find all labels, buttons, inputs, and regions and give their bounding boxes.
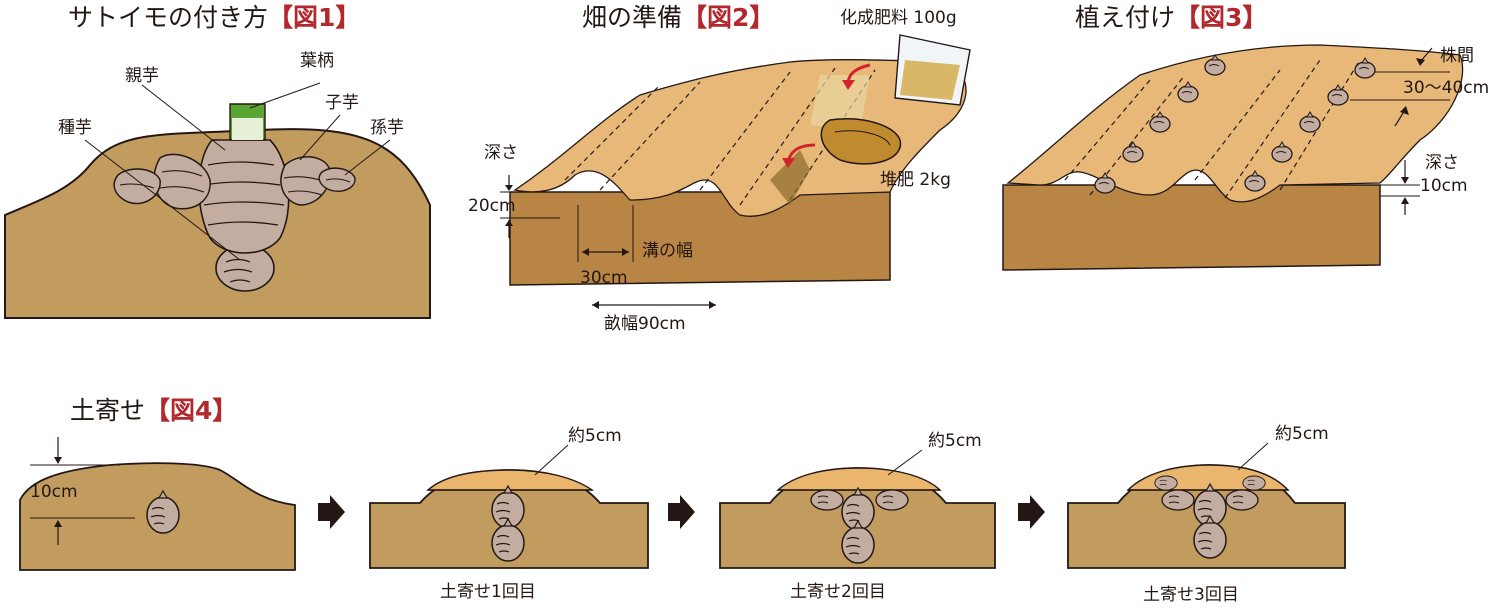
label-ridge-width: 畝幅90cm	[604, 314, 686, 334]
label-plant-spacing: 株間	[1440, 46, 1474, 66]
value-fig4-depth: 10cm	[30, 482, 78, 502]
fig3-tag: 【図3】	[1175, 3, 1268, 32]
label-seed-corm: 種芋	[58, 118, 92, 138]
fig4-title: 土寄せ【図4】	[70, 398, 237, 423]
label-child-corm: 子芋	[325, 93, 359, 113]
label-petiole: 葉柄	[300, 51, 334, 71]
label-approx-step3: 約5cm	[1275, 424, 1329, 444]
step-arrow-2	[668, 495, 695, 529]
fig3-diagram	[1002, 44, 1464, 271]
fig1-title: サトイモの付き方【図1】	[68, 5, 360, 30]
fig3-title: 植え付け【図3】	[1075, 5, 1267, 30]
value-trench-width: 30cm	[580, 268, 628, 288]
value-fig2-depth: 20cm	[468, 196, 516, 216]
fig2-tag: 【図2】	[682, 3, 775, 32]
fig3-title-text: 植え付け	[1075, 3, 1176, 32]
fig4-tag: 【図4】	[145, 396, 238, 425]
label-trench-width: 溝の幅	[642, 241, 693, 261]
value-plant-spacing: 30〜40cm	[1403, 78, 1490, 98]
label-fig2-depth: 深さ	[484, 143, 518, 163]
label-fertilizer: 化成肥料 100g	[840, 8, 957, 28]
step-arrow-3	[1018, 495, 1045, 529]
fig2-diagram	[500, 34, 971, 309]
fig4-step1	[369, 444, 649, 569]
label-grandchild-corm: 孫芋	[370, 118, 404, 138]
fig1-diagram	[4, 82, 431, 319]
value-fig3-depth: 10cm	[1420, 176, 1468, 196]
step-arrow-1	[318, 495, 345, 529]
fig1-tag: 【図1】	[268, 3, 361, 32]
label-step-3: 土寄せ3回目	[1143, 585, 1239, 605]
fig2-title-text: 畑の準備	[582, 3, 683, 32]
label-mother-corm: 親芋	[125, 66, 159, 86]
fig1-title-text: サトイモの付き方	[68, 3, 269, 32]
label-step-1: 土寄せ1回目	[440, 582, 536, 602]
fig2-title: 畑の準備【図2】	[582, 5, 774, 30]
fig4-step0	[19, 437, 296, 571]
label-compost: 堆肥 2kg	[880, 170, 951, 190]
label-fig3-depth: 深さ	[1425, 153, 1459, 173]
label-approx-step1: 約5cm	[568, 426, 622, 446]
fig4-step2	[719, 449, 996, 569]
fig4-title-text: 土寄せ	[70, 396, 146, 425]
label-step-2: 土寄せ2回目	[790, 582, 886, 602]
fig4-step3	[1067, 442, 1346, 569]
label-approx-step2: 約5cm	[928, 431, 982, 451]
